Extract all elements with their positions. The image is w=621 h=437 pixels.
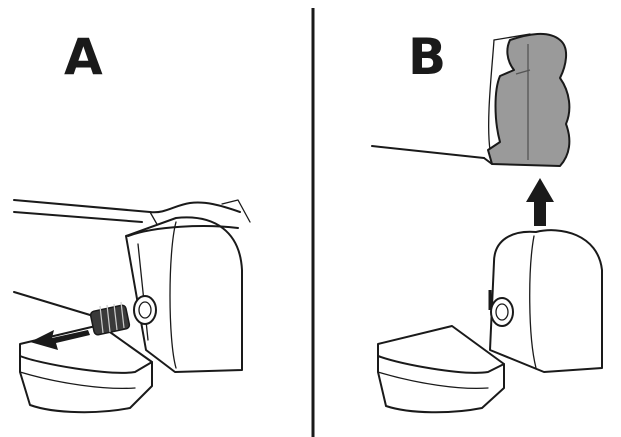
panel-a-label: A — [64, 28, 103, 86]
panel-b-screw-hole — [490, 297, 514, 327]
panel-a-foot-housing — [125, 216, 243, 373]
panel-b-foot-housing — [488, 229, 603, 373]
panel-b-label: B — [408, 28, 446, 86]
panel-b: B — [371, 28, 603, 414]
panel-b-foot-pad — [483, 33, 571, 167]
panel-a-rail — [13, 199, 251, 319]
panel-b-base-plate — [377, 325, 505, 414]
panel-a-screw-hole — [133, 295, 157, 325]
panel-b-lift-arrow-icon — [526, 178, 554, 226]
panel-a-screw — [89, 301, 131, 336]
panel-a-pull-arrow-icon — [30, 330, 90, 350]
panel-a: A — [13, 28, 251, 414]
panel-b-rail — [371, 33, 531, 159]
